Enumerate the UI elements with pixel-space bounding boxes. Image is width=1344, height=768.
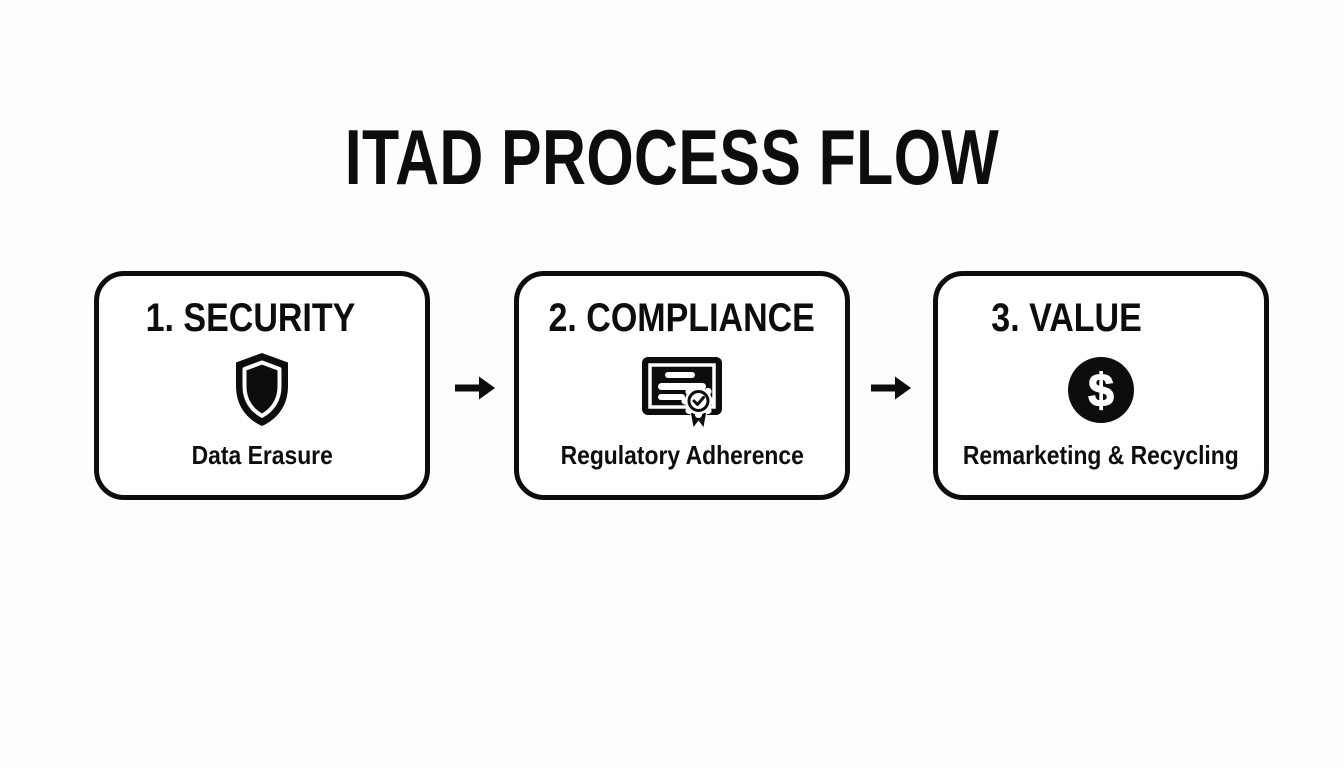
page-title: ITAD PROCESS FLOW bbox=[344, 113, 1000, 201]
arrow-right-icon bbox=[454, 374, 496, 402]
step-card-value: 3. VALUE $ Remarketing & Recycling bbox=[933, 271, 1269, 500]
step-heading: 3. VALUE bbox=[991, 296, 1143, 340]
seal-checkmark bbox=[681, 383, 716, 419]
step-caption: Data Erasure bbox=[191, 440, 333, 470]
shield-icon bbox=[232, 348, 292, 432]
certificate-icon bbox=[638, 348, 726, 432]
step-card-compliance: 2. COMPLIANCE bbox=[514, 271, 850, 500]
step-caption: Remarketing & Recycling bbox=[963, 440, 1239, 470]
step-caption: Regulatory Adherence bbox=[560, 440, 804, 470]
arrow-right-icon bbox=[870, 374, 912, 402]
svg-text:$: $ bbox=[1088, 364, 1114, 416]
step-heading: 1. SECURITY bbox=[145, 296, 355, 340]
step-heading: 2. COMPLIANCE bbox=[548, 296, 816, 340]
step-card-security: 1. SECURITY Data Erasure bbox=[94, 271, 430, 500]
dollar-circle-icon: $ bbox=[1066, 348, 1136, 432]
